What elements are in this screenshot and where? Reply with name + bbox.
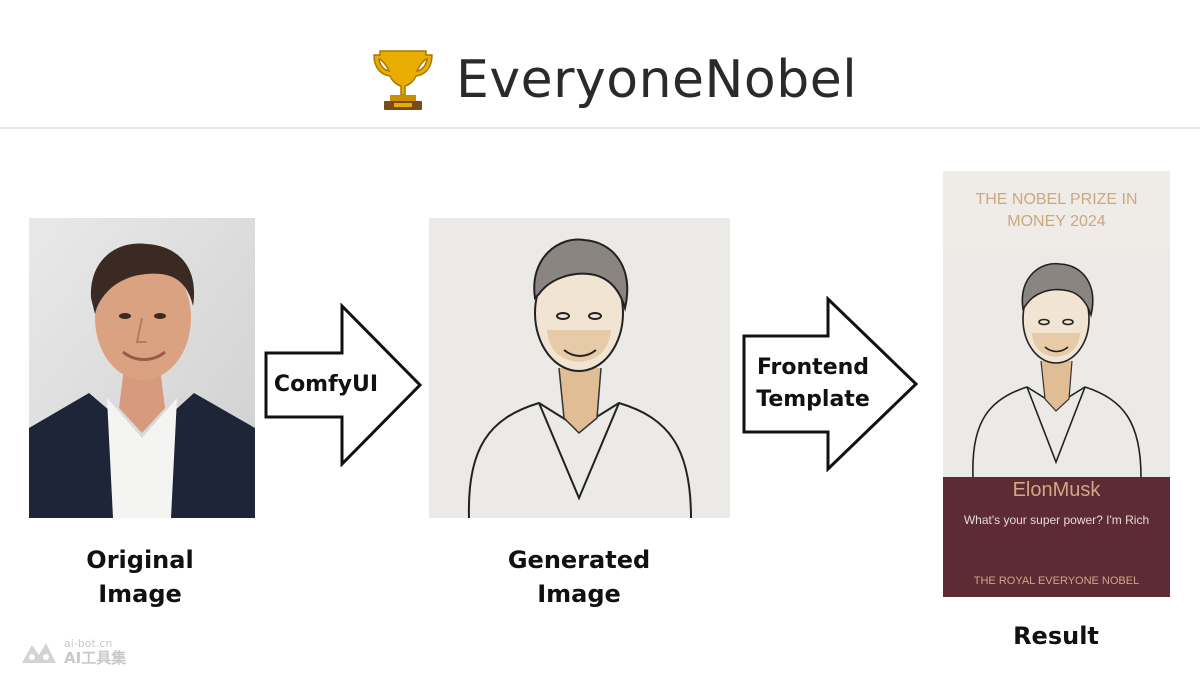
frontend-template-label: Frontend Template — [746, 352, 880, 416]
frontend-template-arrow: Frontend Template — [742, 296, 920, 472]
laureate-name: ElonMusk — [1012, 479, 1101, 501]
portrait-photo — [29, 218, 255, 518]
header: EveryoneNobel — [0, 0, 1200, 129]
brand: EveryoneNobel — [372, 40, 857, 120]
comfyui-label: ComfyUI — [273, 372, 379, 397]
comfyui-arrow: ComfyUI — [264, 303, 424, 467]
result-card-heading: THE NOBEL PRIZE IN MONEY 2024 — [943, 171, 1170, 247]
original-caption-line2: Image — [98, 580, 182, 608]
original-image — [29, 218, 255, 518]
generated-caption: Generated Image — [479, 543, 679, 611]
arrow-right-icon — [742, 296, 919, 472]
sketch-portrait — [429, 218, 730, 518]
generated-caption-line1: Generated — [507, 546, 651, 574]
brand-title: EveryoneNobel — [456, 50, 858, 110]
original-caption: Original Image — [40, 543, 240, 611]
result-card: THE NOBEL PRIZE IN MONEY 2024 ElonMusk W… — [943, 171, 1170, 597]
result-card-portrait — [943, 247, 1170, 478]
watermark: ai-bot.cn AI工具集 — [20, 638, 126, 666]
trophy-icon — [373, 50, 433, 110]
superpower-text: What's your super power? I'm Rich — [963, 513, 1150, 527]
arrow-right-icon — [264, 303, 423, 467]
watermark-logo-icon — [22, 643, 56, 663]
frontend-label-line1: Frontend — [756, 355, 870, 380]
watermark-name: AI工具集 — [64, 649, 127, 667]
watermark-domain: ai-bot.cn — [64, 637, 113, 650]
result-caption: Result — [1013, 622, 1099, 650]
original-caption-line1: Original — [86, 546, 194, 574]
sketch-portrait — [943, 247, 1170, 478]
organization-text: THE ROYAL EVERYONE NOBEL — [973, 575, 1140, 587]
generated-caption-line2: Image — [537, 580, 621, 608]
heading-line2: MONEY 2024 — [1007, 213, 1106, 230]
generated-image — [429, 218, 730, 518]
heading-line1: THE NOBEL PRIZE IN — [975, 191, 1138, 208]
frontend-label-line2: Template — [756, 387, 870, 412]
result-card-footer: ElonMusk What's your super power? I'm Ri… — [943, 477, 1170, 597]
